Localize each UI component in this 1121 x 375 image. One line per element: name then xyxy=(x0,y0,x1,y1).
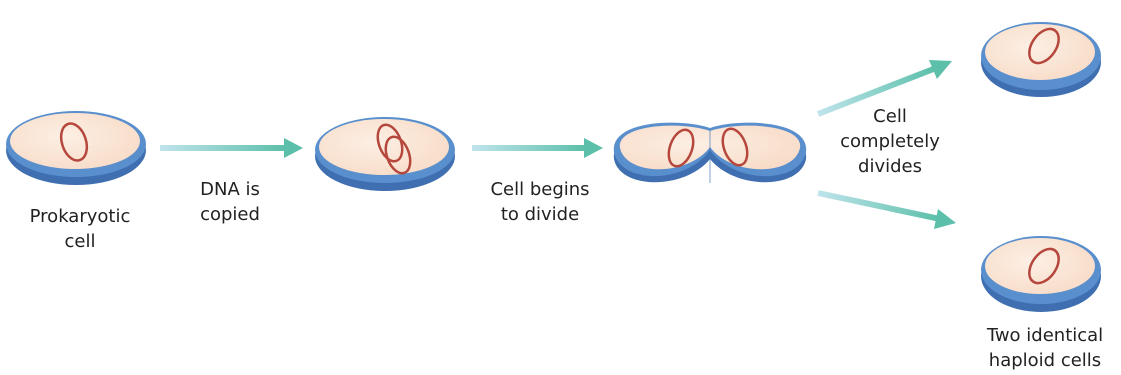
arrow-cell-begins xyxy=(472,138,603,158)
label-line: to divide xyxy=(475,202,605,227)
label-line: DNA is xyxy=(180,177,280,202)
label-two-identical: Two identical haploid cells xyxy=(975,323,1115,373)
label-line: Prokaryotic xyxy=(10,204,150,229)
label-line: copied xyxy=(180,202,280,227)
label-cell-begins: Cell begins to divide xyxy=(475,177,605,227)
prokaryotic-cell xyxy=(6,111,146,185)
daughter-cell-top xyxy=(981,22,1101,97)
arrow-to-bottom-cell xyxy=(818,193,956,229)
label-line: Cell xyxy=(820,104,960,129)
label-cell-divides: Cell completely divides xyxy=(820,104,960,179)
label-line: Two identical xyxy=(975,323,1115,348)
label-line: completely xyxy=(820,129,960,154)
cell-dividing xyxy=(614,123,806,183)
label-prokaryotic-cell: Prokaryotic cell xyxy=(10,204,150,254)
label-line: haploid cells xyxy=(975,348,1115,373)
arrow-dna-copied xyxy=(160,138,303,158)
label-line: Cell begins xyxy=(475,177,605,202)
label-line: divides xyxy=(820,154,960,179)
daughter-cell-bottom xyxy=(981,236,1101,312)
label-line: cell xyxy=(10,229,150,254)
label-dna-copied: DNA is copied xyxy=(180,177,280,227)
cell-dna-copied xyxy=(315,117,455,191)
